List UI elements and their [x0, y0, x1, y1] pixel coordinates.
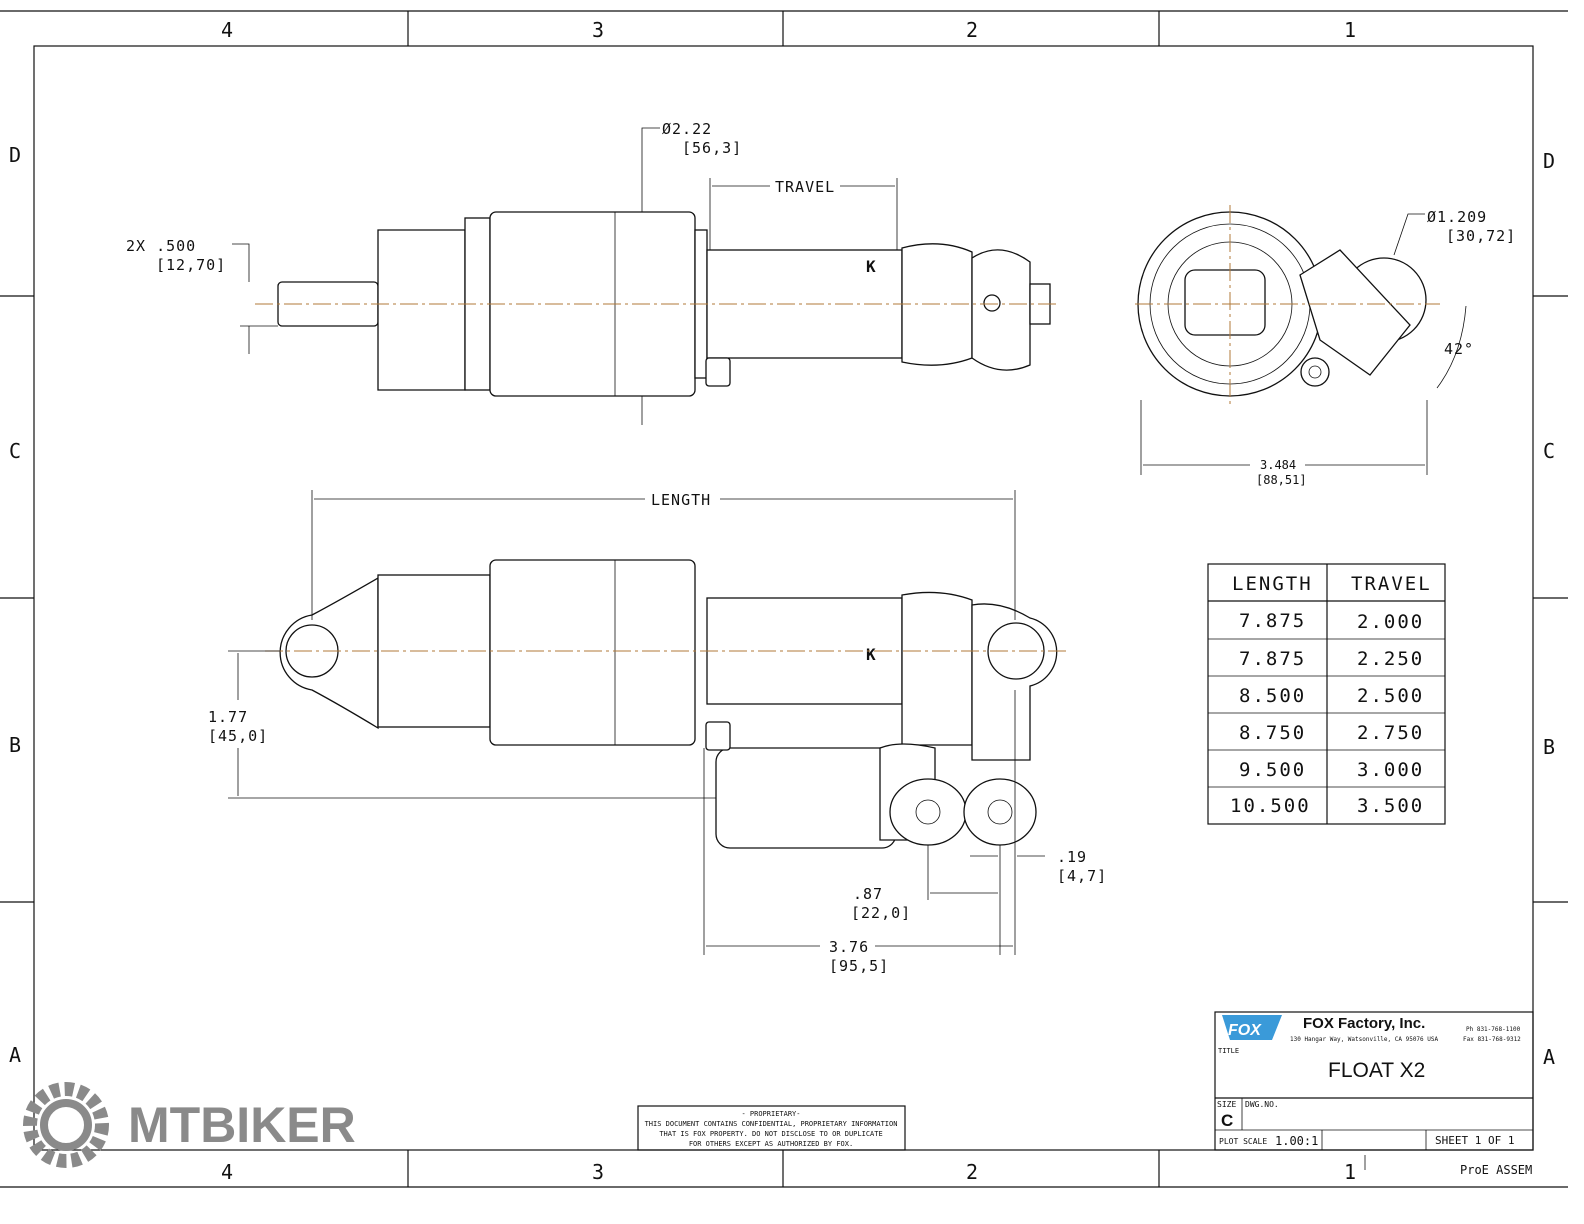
- dim-d2: .87: [853, 885, 883, 903]
- table-cell: 8.750: [1239, 722, 1306, 744]
- top-view-shock: K: [277, 211, 1051, 397]
- fox-logo: FOX: [1222, 1015, 1282, 1040]
- dim-width-mm: [88,51]: [1256, 473, 1307, 487]
- k-logo-icon: K: [866, 257, 876, 276]
- k-logo-icon: K: [866, 645, 876, 664]
- zone-left-C: C: [9, 439, 21, 463]
- dim-d3: 3.76: [829, 938, 869, 956]
- zone-top-2: 2: [966, 18, 978, 42]
- size-value: C: [1221, 1111, 1233, 1130]
- zone-left-D: D: [9, 143, 21, 167]
- dim-main-diameter: Ø2.22: [662, 120, 712, 138]
- proprietary-line: FOR OTHERS EXCEPT AS AUTHORIZED BY FOX.: [689, 1140, 853, 1148]
- dwg-no-label: DWG.NO.: [1245, 1100, 1279, 1109]
- gear-icon: [23, 1082, 109, 1168]
- plot-scale-label: PLOT SCALE: [1219, 1137, 1267, 1146]
- dim-travel: TRAVEL: [775, 178, 835, 196]
- plot-scale-value: 1.00:1: [1275, 1134, 1318, 1148]
- company-address: 130 Hangar Way, Watsonville, CA 95076 US…: [1290, 1036, 1438, 1043]
- table-cell: 2.000: [1357, 611, 1424, 633]
- table-cell: 7.875: [1239, 610, 1306, 632]
- zone-right-A: A: [1543, 1045, 1555, 1069]
- zone-bottom-1: 1: [1344, 1160, 1356, 1184]
- table-cell: 2.500: [1357, 685, 1424, 707]
- zone-bottom-4: 4: [221, 1160, 233, 1184]
- table-cell: 2.250: [1357, 648, 1424, 670]
- side-view-shock: K: [279, 559, 1058, 849]
- proprietary-notice: - PROPRIETARY- THIS DOCUMENT CONTAINS CO…: [637, 1105, 906, 1151]
- zone-left-A: A: [9, 1043, 21, 1067]
- dim-d1-mm: [4,7]: [1057, 867, 1107, 885]
- table-cell: 3.500: [1357, 795, 1424, 817]
- zone-right-D: D: [1543, 149, 1555, 173]
- table-cell: 3.000: [1357, 759, 1424, 781]
- table-header-travel: TRAVEL: [1351, 573, 1432, 595]
- zone-left-B: B: [9, 733, 21, 757]
- proe-assem: ProE ASSEM: [1460, 1163, 1532, 1177]
- dim-length: LENGTH: [651, 491, 711, 509]
- zone-bottom-3: 3: [592, 1160, 604, 1184]
- dim-offset: 1.77: [208, 708, 248, 726]
- dim-reservoir-diameter: Ø1.209: [1427, 208, 1487, 226]
- top-view-dimensions: Ø2.22 [56,3] TRAVEL 2X .500 [12,70]: [126, 120, 898, 425]
- length-travel-table: LENGTH TRAVEL 7.875 2.000 7.875 2.250 8.…: [1207, 563, 1446, 825]
- dim-eyelet: 2X .500: [126, 237, 196, 255]
- side-view-dimensions: LENGTH 1.77 [45,0] .19 [4,7] .87 [22,0] …: [208, 490, 1107, 975]
- dim-angle: 42°: [1444, 340, 1474, 358]
- proprietary-line: THAT IS FOX PROPERTY. DO NOT DISCLOSE TO…: [659, 1130, 882, 1138]
- company-phone: Ph 831-768-1100: [1466, 1026, 1521, 1033]
- company-name: FOX Factory, Inc.: [1303, 1015, 1425, 1032]
- fox-logo-text: FOX: [1228, 1022, 1262, 1039]
- dim-reservoir-diameter-mm: [30,72]: [1446, 227, 1516, 245]
- table-cell: 2.750: [1357, 722, 1424, 744]
- watermark-text: MTBIKER: [128, 1097, 356, 1153]
- title-label: TITLE: [1218, 1047, 1239, 1055]
- drawing-title: FLOAT X2: [1328, 1059, 1425, 1082]
- end-view-dimensions: Ø1.209 [30,72] 42° 3.484 [88,51]: [1140, 208, 1516, 487]
- dim-d3-mm: [95,5]: [829, 957, 889, 975]
- zone-top-1: 1: [1344, 18, 1356, 42]
- table-cell: 9.500: [1239, 759, 1306, 781]
- title-block: FOX FOX Factory, Inc. 130 Hangar Way, Wa…: [1214, 1011, 1534, 1177]
- zone-labels: 4 3 2 1 4 3 2 1 D C B A D C B A: [9, 18, 1555, 1184]
- table-cell: 7.875: [1239, 648, 1306, 670]
- zone-bottom-2: 2: [966, 1160, 978, 1184]
- size-label: SIZE: [1217, 1100, 1236, 1109]
- dim-d2-mm: [22,0]: [851, 904, 911, 922]
- dim-eyelet-mm: [12,70]: [156, 256, 226, 274]
- table-cell: 8.500: [1239, 685, 1306, 707]
- dim-d1: .19: [1057, 848, 1087, 866]
- dim-main-diameter-mm: [56,3]: [682, 139, 742, 157]
- dim-offset-mm: [45,0]: [208, 727, 268, 745]
- proprietary-line: THIS DOCUMENT CONTAINS CONFIDENTIAL, PRO…: [645, 1120, 898, 1128]
- table-header-length: LENGTH: [1232, 573, 1313, 595]
- sheet-number: SHEET 1 OF 1: [1435, 1134, 1514, 1147]
- mtbiker-watermark: MTBIKER: [23, 1082, 356, 1168]
- zone-right-C: C: [1543, 439, 1555, 463]
- zone-top-3: 3: [592, 18, 604, 42]
- company-fax: Fax 831-768-9312: [1463, 1036, 1521, 1043]
- dim-width: 3.484: [1260, 458, 1296, 472]
- zone-right-B: B: [1543, 735, 1555, 759]
- zone-top-4: 4: [221, 18, 233, 42]
- proprietary-heading: - PROPRIETARY-: [741, 1110, 800, 1118]
- table-cell: 10.500: [1230, 795, 1311, 817]
